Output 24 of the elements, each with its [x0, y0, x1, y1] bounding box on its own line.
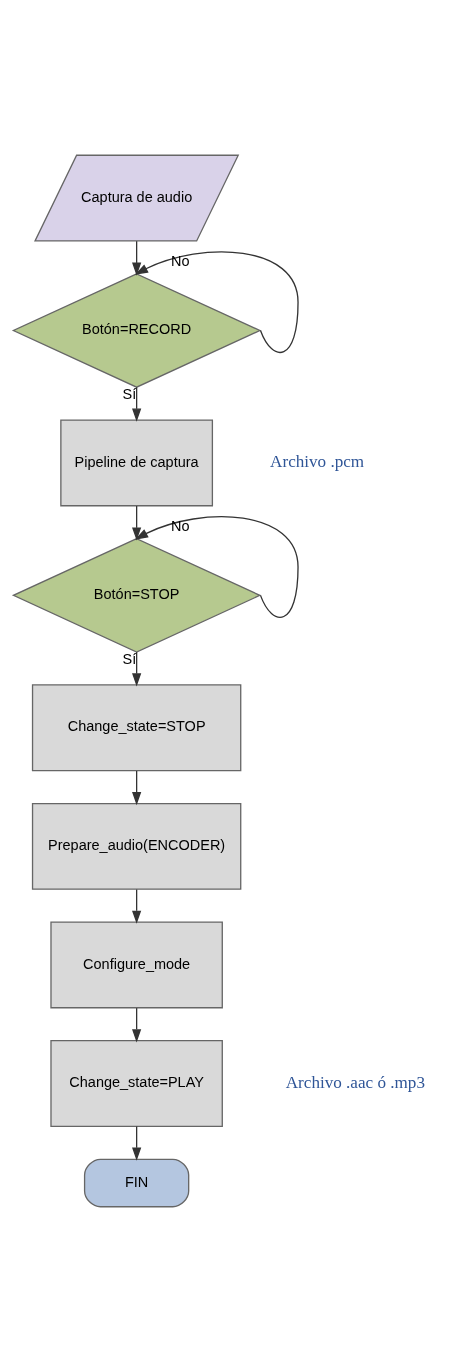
edge-label: No [170, 518, 190, 535]
arrow [132, 1125, 142, 1161]
edge-label: Sí [122, 386, 137, 403]
arrow [132, 386, 142, 422]
arrow [132, 770, 142, 806]
edge-label: No [170, 253, 190, 270]
node-diamond: Botón=RECORD [11, 273, 262, 388]
node-label: Archivo .pcm [270, 452, 365, 472]
node-box: Prepare_audio(ENCODER) [31, 802, 242, 890]
node-label: Archivo .aac ó .mp3 [285, 1073, 425, 1093]
arrow [132, 888, 142, 924]
node-box: FIN [83, 1158, 190, 1208]
node-box: Change_state=PLAY [50, 1040, 223, 1127]
node-box: Pipeline de captura [60, 419, 214, 507]
arrow [132, 505, 142, 541]
arrow [134, 516, 299, 618]
node-box: Change_state=STOP [31, 684, 242, 772]
node-diamond: Botón=STOP [11, 537, 262, 653]
arrow [134, 251, 299, 354]
arrow [132, 240, 142, 276]
arrow [132, 1007, 142, 1043]
node-box: Configure_mode [50, 921, 223, 1009]
arrow [132, 651, 142, 687]
edge-label: Sí [122, 651, 137, 668]
